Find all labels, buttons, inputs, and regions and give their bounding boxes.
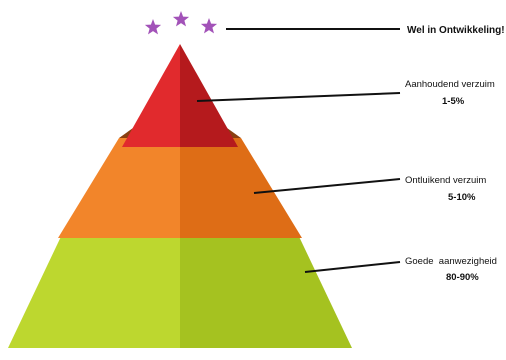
star-icon — [145, 19, 161, 34]
tier-bottom-left-face — [8, 226, 180, 348]
tier-top-right-face — [180, 44, 238, 147]
star-icon — [173, 11, 189, 26]
level-2-range: 5-10% — [448, 192, 476, 203]
level-3-range: 80-90% — [446, 272, 479, 283]
leader-line-level-3 — [305, 262, 400, 272]
leader-line-level-2 — [254, 179, 400, 193]
pyramid-tier-top — [122, 44, 238, 147]
level-1-range: 1-5% — [442, 96, 465, 107]
star-icon — [201, 18, 217, 33]
tier-bottom-right-face — [180, 226, 352, 348]
level-3-name: Goede aanwezigheid — [405, 256, 497, 267]
top-label: Wel in Ontwikkeling! — [407, 25, 505, 36]
level-2-name: Ontluikend verzuim — [405, 175, 486, 186]
level-1-name: Aanhoudend verzuim — [405, 79, 495, 90]
stars — [145, 11, 217, 34]
leader-line-level-1 — [197, 93, 400, 101]
tier-middle-left-face — [58, 138, 180, 238]
tier-middle-right-face — [180, 138, 302, 238]
